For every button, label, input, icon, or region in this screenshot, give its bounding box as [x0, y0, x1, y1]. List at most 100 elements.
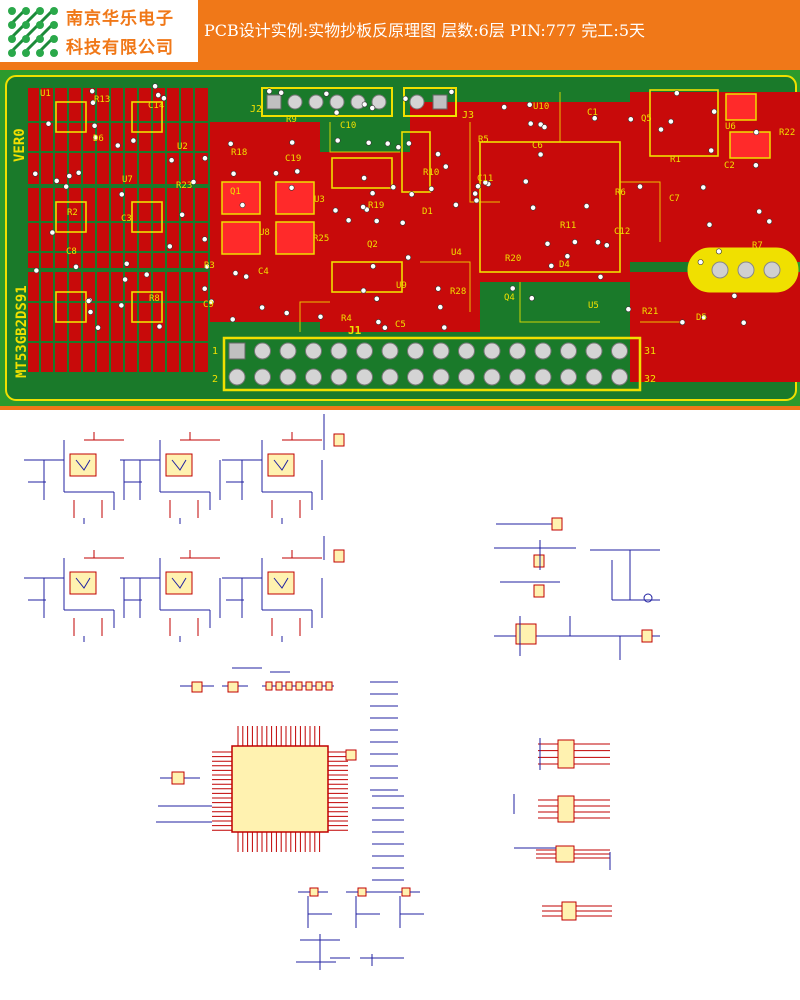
via — [526, 101, 533, 108]
schematic-view — [0, 410, 800, 1000]
via — [697, 259, 704, 265]
j1-pin — [585, 342, 603, 360]
component-symbol — [551, 517, 563, 531]
via — [369, 190, 376, 197]
j1-pin — [381, 342, 399, 360]
via — [273, 170, 279, 177]
via — [402, 95, 409, 102]
refdes-label: R25 — [313, 234, 329, 244]
driver-stage — [222, 550, 323, 642]
via — [87, 309, 94, 315]
via — [317, 313, 324, 320]
refdes-label: C6 — [532, 141, 543, 151]
refdes-label: R9 — [286, 115, 297, 125]
pin-2-label: 2 — [212, 374, 218, 385]
via — [441, 324, 448, 331]
j1-pin — [305, 368, 322, 386]
j2-pin — [308, 94, 324, 110]
via — [152, 83, 158, 90]
via — [259, 304, 265, 311]
via — [294, 168, 301, 175]
via — [203, 263, 210, 270]
j1-pin — [228, 368, 246, 386]
via — [122, 276, 128, 283]
j1-pin — [458, 342, 475, 360]
via — [373, 295, 380, 302]
via — [603, 242, 610, 249]
refdes-label: Q4 — [504, 293, 515, 303]
via — [361, 101, 368, 108]
silkscreen-text: MT53GB2DS91 VER0 J1 J2 J3 1 2 31 32 — [12, 104, 656, 385]
j2-pin — [287, 94, 303, 110]
header-j3 — [403, 87, 457, 117]
board-marking: MT53GB2DS91 — [14, 285, 30, 378]
j1-pin — [305, 342, 322, 360]
via — [278, 89, 285, 96]
via — [202, 155, 208, 162]
left-pad-grid — [28, 88, 208, 372]
via — [399, 219, 406, 226]
transistor-symbol — [69, 453, 97, 477]
via — [766, 218, 773, 225]
via — [572, 239, 578, 245]
refdes-label: Q1 — [230, 187, 241, 197]
via — [370, 263, 376, 270]
mcu-chip — [231, 745, 329, 833]
driver-stage — [24, 550, 125, 642]
via — [118, 191, 125, 198]
refdes-label: D5 — [696, 313, 707, 323]
pin-31-label: 31 — [644, 346, 656, 357]
via — [753, 162, 759, 169]
via — [658, 126, 664, 133]
via — [437, 304, 444, 310]
via — [472, 190, 479, 197]
inductor-pads — [221, 93, 771, 255]
via — [360, 287, 367, 294]
via — [53, 178, 60, 184]
transistor-symbol — [267, 453, 295, 477]
refdes-label: U10 — [533, 102, 549, 112]
via — [114, 142, 121, 149]
j1-pin — [560, 368, 577, 386]
refdes-label: C1 — [587, 108, 598, 118]
via — [673, 90, 680, 96]
via — [708, 147, 715, 154]
j1-pin — [560, 342, 577, 360]
refdes-label: R3 — [204, 261, 215, 271]
refdes-label: R8 — [149, 294, 160, 304]
j1-pin — [330, 368, 348, 386]
refdes-label: C13 — [751, 280, 767, 290]
j1-pin — [381, 368, 399, 386]
refdes-label: U5 — [588, 301, 599, 311]
via — [595, 239, 601, 246]
via — [509, 285, 516, 292]
via — [143, 271, 150, 278]
refdes-label: R1 — [670, 155, 681, 165]
via — [333, 109, 340, 116]
refdes-label: C2 — [724, 161, 735, 171]
via — [408, 191, 415, 198]
middle-copper-area — [210, 92, 800, 382]
via — [201, 236, 208, 243]
j1-pin — [407, 368, 424, 386]
refdes-label: R7 — [752, 241, 763, 251]
pin-32-label: 32 — [644, 374, 656, 385]
refdes-label: C19 — [285, 154, 301, 164]
j1-pin — [534, 342, 552, 360]
via — [323, 90, 330, 97]
via — [230, 170, 237, 177]
j1-pin — [458, 368, 475, 386]
via — [428, 186, 435, 192]
via — [625, 306, 632, 313]
via — [452, 201, 459, 208]
via — [435, 151, 441, 157]
via — [95, 324, 101, 331]
j3-pin — [409, 94, 425, 110]
refdes-label: U8 — [259, 228, 270, 238]
refdes-label: R13 — [94, 95, 110, 105]
refdes-label: R5 — [478, 135, 489, 145]
j1-pin — [611, 342, 628, 360]
j1-pin — [356, 342, 373, 360]
refdes-label: D1 — [422, 207, 433, 217]
via — [405, 254, 412, 261]
